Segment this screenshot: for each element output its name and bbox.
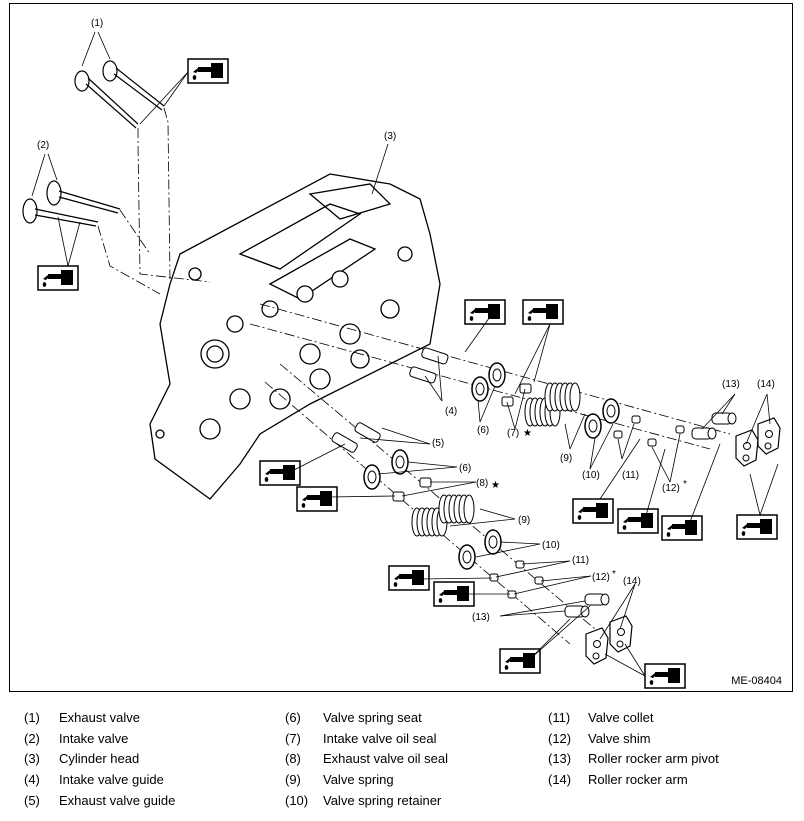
callout-11b: (11): [572, 555, 589, 566]
exhaust-valve-part: [74, 60, 165, 129]
callout-12b: (12): [592, 572, 610, 583]
callout-9b: (9): [518, 515, 530, 526]
callout-8: (8): [476, 478, 488, 489]
intake-valve-guide-part: [409, 347, 449, 384]
legend-number: (14): [548, 772, 572, 788]
legend-number: (6): [285, 710, 301, 725]
legend-name: Exhaust valve oil seal: [323, 751, 449, 767]
valve-collet-part: [613, 415, 685, 447]
legend-number: (5): [24, 792, 40, 808]
callout-2: (2): [37, 140, 49, 151]
callout-9a: (9): [560, 453, 572, 464]
callout-7-star: ★: [523, 428, 532, 439]
callout-8-star: ★: [491, 480, 500, 491]
exhaust-valve-oil-seal-part: [392, 477, 432, 502]
legend-name: Valve shim: [588, 730, 651, 746]
callout-3: (3): [384, 131, 396, 142]
callout-10b: (10): [542, 540, 560, 551]
reference-code: ME-08404: [731, 675, 782, 687]
legend-number: (8): [285, 751, 301, 767]
exhaust-valve-guide-part: [331, 422, 381, 453]
legend-number: (7): [285, 730, 301, 746]
callout-5: (5): [432, 438, 444, 449]
oil-can-icon: [37, 58, 778, 689]
legend-number: (3): [24, 751, 40, 767]
callout-14a: (14): [757, 379, 775, 390]
legend-name: Valve spring seat: [323, 710, 422, 725]
callout-12a: (12): [662, 483, 680, 494]
callout-6b: (6): [459, 463, 471, 474]
legend-name: Intake valve guide: [59, 772, 164, 788]
legend-number: (13): [548, 751, 572, 767]
callout-4: (4): [445, 406, 457, 417]
callout-10a: (10): [582, 470, 600, 481]
legend-name: Intake valve: [59, 730, 129, 746]
cylinder-head-part: [149, 173, 441, 500]
callout-14b: (14): [623, 576, 641, 587]
callout-11a: (11): [622, 470, 639, 481]
intake-valve-part: [22, 180, 121, 227]
exploded-diagram-frame: (1) (2) (3) (4) (6) (7) ★ (9) (10) (11) …: [9, 3, 793, 692]
legend-number: (1): [24, 710, 40, 725]
callout-1: (1): [91, 18, 103, 29]
leader-lines: [31, 31, 779, 677]
legend-name: Roller rocker arm: [588, 772, 688, 788]
parts-legend: (1) Exhaust valve (2) Intake valve (3) Cyli…: [0, 708, 804, 818]
callout-12b-asterisk: *: [612, 569, 616, 580]
legend-name: Roller rocker arm pivot: [588, 751, 719, 767]
legend-name: Valve spring: [323, 772, 394, 788]
callout-13a: (13): [722, 379, 740, 390]
exploded-diagram: (1) (2) (3) (4) (6) (7) ★ (9) (10) (11) …: [22, 18, 781, 689]
legend-name: Exhaust valve: [59, 710, 140, 725]
legend-name: Exhaust valve guide: [59, 792, 176, 808]
legend-name: Intake valve oil seal: [323, 730, 437, 746]
valve-shim-part: [489, 560, 544, 599]
legend-name: Cylinder head: [59, 751, 140, 767]
intake-valve-oil-seal-part: [501, 383, 532, 407]
legend-number: (11): [548, 710, 571, 725]
legend-number: (12): [548, 730, 572, 746]
legend-name: Valve spring retainer: [323, 792, 442, 808]
legend-number: (2): [24, 730, 40, 746]
legend-name: Valve collet: [588, 710, 654, 725]
callout-12a-asterisk: *: [683, 479, 687, 490]
legend-number: (10): [285, 792, 309, 808]
callout-13b: (13): [472, 612, 490, 623]
legend-number: (4): [24, 772, 40, 788]
callout-6a: (6): [477, 425, 489, 436]
legend-number: (9): [285, 772, 301, 788]
callout-7: (7): [507, 428, 519, 439]
